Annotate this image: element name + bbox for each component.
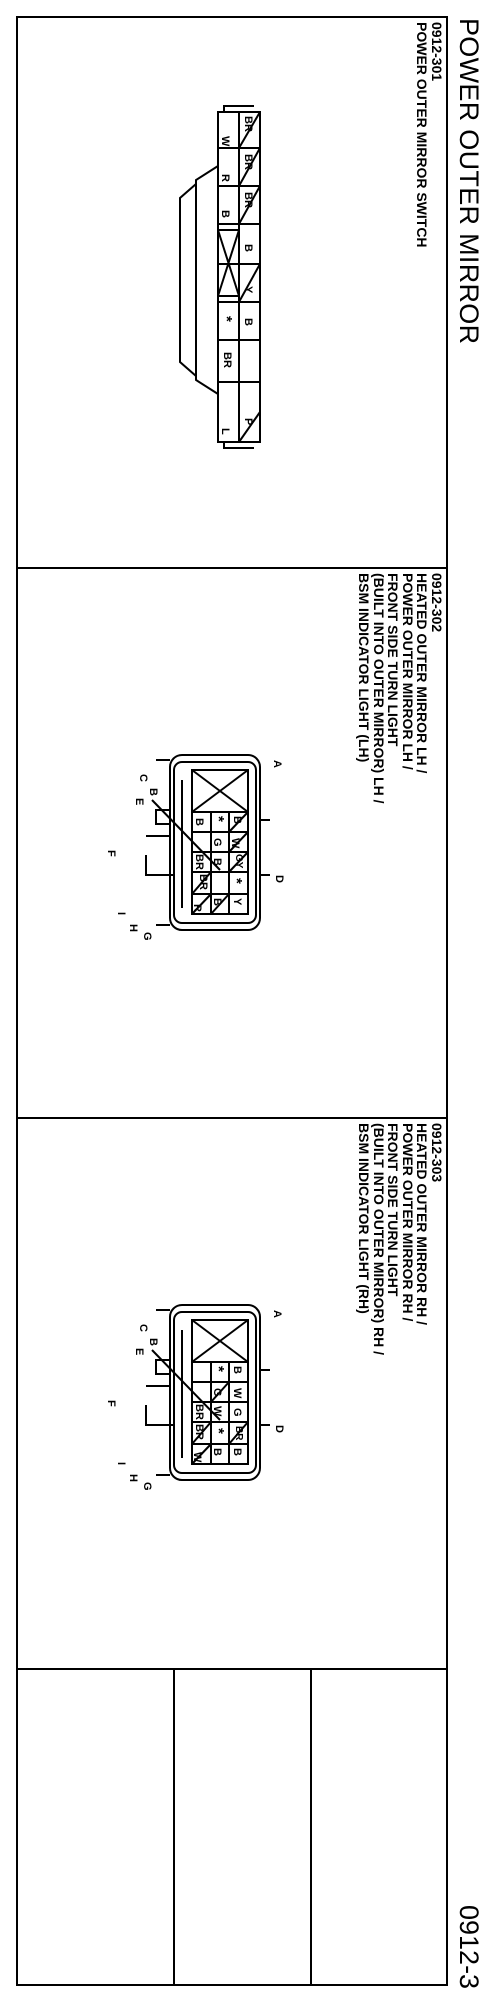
pin-label: B: [242, 318, 254, 326]
callout-label: D: [273, 875, 285, 883]
connector-1-diagram: BR W BR R BR B B Y B * BR P L: [179, 105, 261, 449]
pin-label: BR: [197, 874, 209, 890]
panel-divider: [16, 1117, 448, 1119]
connector-3-description-line: BSM INDICATOR LIGHT (RH): [356, 1123, 373, 1314]
connector-2-description-line: BSM INDICATOR LIGHT (LH): [356, 573, 373, 763]
pin-label: L: [219, 428, 231, 435]
pin-label: BR: [193, 1404, 205, 1420]
pin-label: W: [231, 1388, 243, 1399]
pin-label: W: [229, 838, 241, 849]
pin-label: G: [211, 1388, 223, 1397]
pin-label: W: [211, 1406, 223, 1417]
panel-divider: [16, 1668, 448, 1670]
pin-label: B: [211, 858, 223, 866]
pin-label: G: [211, 838, 223, 847]
callout-label: C: [137, 1324, 149, 1332]
callout-label: B: [147, 788, 159, 796]
pin-label: R: [219, 174, 231, 182]
connector-3-diagram: B W G * G W B BR BR * BR W B A B C D E F…: [105, 1304, 285, 1491]
pin-label: BR: [242, 192, 254, 208]
callout-label: A: [271, 1310, 283, 1318]
pin-label: BR: [221, 352, 233, 368]
pin-label: B: [211, 898, 223, 906]
callout-label: E: [133, 798, 145, 805]
connector-3-description-line: HEATED OUTER MIRROR RH /: [414, 1123, 431, 1325]
callout-label: H: [127, 1474, 139, 1482]
connector-3-description-line: POWER OUTER MIRROR RH /: [400, 1123, 416, 1322]
connector-1-caption: 0912-301 POWER OUTER MIRROR SWITCH: [414, 22, 446, 248]
connector-2-caption: 0912-302 HEATED OUTER MIRROR LH / POWER …: [356, 573, 446, 804]
pin-label: GY: [233, 854, 244, 869]
connector-2-description-line: FRONT SIDE TURN LIGHT: [385, 573, 402, 747]
pin-label: BR: [193, 1424, 205, 1440]
connector-3-caption: 0912-303 HEATED OUTER MIRROR RH / POWER …: [356, 1123, 446, 1356]
pin-label: *: [228, 878, 245, 884]
pin-label: B: [231, 816, 243, 824]
connector-3-code: 0912-303: [429, 1123, 445, 1183]
connector-2-description-line: (BUILT INTO OUTER MIRROR) LH /: [371, 573, 387, 804]
connector-2-description-line: HEATED OUTER MIRROR LH /: [414, 573, 431, 774]
pin-label: *: [210, 1366, 227, 1372]
panel-divider: [16, 567, 448, 569]
callout-label: C: [137, 774, 149, 782]
connector-3-description-line: FRONT SIDE TURN LIGHT: [385, 1123, 402, 1297]
callout-label: F: [105, 850, 117, 857]
connector-2-diagram: B W GY * G B Y B * B BR BR R A B C D E F…: [105, 754, 285, 941]
connector-1-description: POWER OUTER MIRROR SWITCH: [414, 22, 431, 248]
page-title: POWER OUTER MIRROR: [454, 18, 484, 345]
blank-row-divider: [310, 1668, 312, 1986]
callout-label: G: [141, 932, 153, 941]
callout-label: B: [147, 1338, 159, 1346]
connector-3-description-line: (BUILT INTO OUTER MIRROR) RH /: [371, 1123, 387, 1356]
callout-label: H: [127, 924, 139, 932]
pin-label: BR: [242, 154, 254, 170]
pin-label: B: [242, 244, 254, 252]
pin-label: BR: [242, 116, 254, 132]
page-number: 0912-3: [454, 1905, 484, 1990]
callout-label: G: [141, 1482, 153, 1491]
pin-label: Y: [231, 898, 243, 906]
pin-label: BR: [193, 854, 205, 870]
callout-label: F: [105, 1400, 117, 1407]
pin-label: B: [219, 210, 231, 218]
callout-label: I: [115, 1462, 127, 1465]
pin-label: *: [210, 1428, 227, 1434]
pin-label: BR: [233, 1426, 244, 1441]
callout-label: I: [115, 912, 127, 915]
pin-label: P: [242, 418, 254, 425]
pin-label: B: [231, 1448, 243, 1456]
pin-label: W: [219, 136, 231, 147]
pin-label: B: [231, 1366, 243, 1374]
connector-1-code: 0912-301: [429, 22, 445, 82]
callout-label: A: [271, 760, 283, 768]
blank-row-divider: [173, 1668, 175, 1986]
pin-label: W: [191, 1452, 203, 1463]
pin-label: *: [210, 816, 227, 822]
pin-label: B: [193, 818, 205, 826]
pin-label: *: [218, 316, 235, 322]
connector-2-description-line: POWER OUTER MIRROR LH /: [400, 573, 416, 770]
pin-label: Y: [242, 286, 254, 294]
pin-label: R: [191, 904, 203, 912]
pin-label: G: [231, 1408, 243, 1417]
callout-label: E: [133, 1348, 145, 1355]
pin-label: B: [211, 1448, 223, 1456]
connector-2-code: 0912-302: [429, 573, 445, 633]
callout-label: D: [273, 1425, 285, 1433]
